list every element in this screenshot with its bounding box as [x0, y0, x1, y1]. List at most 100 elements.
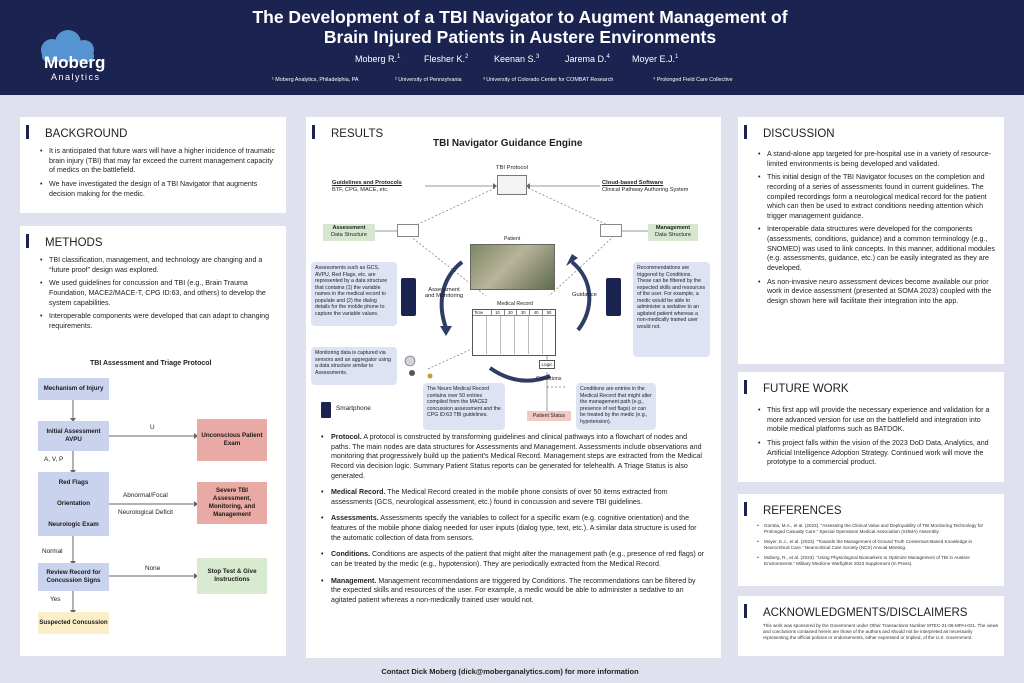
- note-monitoring: Monitoring data is captured via sensors …: [311, 347, 397, 385]
- medical-record-label: Medical Record: [497, 301, 534, 307]
- label-u: U: [150, 424, 155, 431]
- list-item: TBI classification, management, and tech…: [38, 256, 280, 275]
- conditions-label: Conditions: [536, 376, 562, 382]
- reference-item: Moberg, R., et al. (2023). “Using Physio…: [757, 555, 997, 567]
- moberg-logo: Moberg Analytics: [41, 30, 105, 82]
- affiliation-2: ² University of Pennsylvania: [395, 77, 462, 83]
- results-assessments-para: Assessments. Assessments specify the var…: [321, 514, 706, 543]
- initial-assessment-box: Initial Assessment AVPU: [38, 421, 109, 451]
- mechanism-of-injury-box: Mechanism of Injury: [38, 378, 109, 400]
- methods-list: TBI classification, management, and tech…: [38, 256, 280, 335]
- contact-footer: Contact Dick Moberg (dick@moberganalytic…: [381, 667, 639, 676]
- label-yes: Yes: [50, 596, 61, 603]
- discussion-list: A stand-alone app targeted for pre-hospi…: [756, 150, 1000, 311]
- section-bar: [26, 234, 29, 248]
- list-item: We have investigated the design of a TBI…: [38, 180, 280, 199]
- discussion-title: DISCUSSION: [763, 128, 835, 140]
- neurologic-exam-label: Neurologic Exam: [48, 521, 99, 529]
- logo-text-2: Analytics: [51, 72, 101, 82]
- label-abnormal: Abnormal/Focal: [123, 492, 168, 499]
- list-item: We used guidelines for concussion and TB…: [38, 279, 280, 308]
- list-item: As non-invasive neuro assessment devices…: [756, 278, 1000, 307]
- cloud-software-subtitle: Clinical Pathway Authoring System: [602, 187, 689, 193]
- engine-title: TBI Navigator Guidance Engine: [433, 138, 583, 149]
- list-item: This initial design of the TBI Navigator…: [756, 173, 1000, 221]
- results-text: Protocol. A protocol is constructed by t…: [321, 433, 706, 613]
- background-title: BACKGROUND: [45, 128, 128, 140]
- cloud-software-title: Cloud-based Software: [602, 180, 664, 186]
- note-conditions: Conditions are entries in the Medical Re…: [576, 383, 656, 430]
- section-bar: [744, 125, 747, 139]
- future-work-list: This first app will provide the necessar…: [756, 406, 1000, 472]
- list-item: A stand-alone app targeted for pre-hospi…: [756, 150, 1000, 169]
- results-title: RESULTS: [331, 128, 384, 140]
- assessment-doc-icon: [397, 224, 419, 237]
- affiliation-4: ⁴ Prolonged Field Care Collective: [653, 77, 733, 83]
- tbi-protocol-label: TBI Protocol: [496, 165, 528, 171]
- list-item: Interoperable components were developed …: [38, 312, 280, 331]
- note-assessments: Assessments such as GCS, AVPU, Red Flags…: [311, 262, 397, 326]
- affiliation-1: ¹ Moberg Analytics, Philadelphia, PA: [272, 77, 359, 83]
- assessment-monitoring-label: Assessment and Monitoring: [424, 287, 464, 299]
- patient-status-box: Patient Status: [527, 411, 571, 421]
- orientation-label: Orientation: [56, 499, 90, 507]
- label-neuro-deficit: Neurological Deficit: [118, 509, 174, 516]
- list-item: This first app will provide the necessar…: [756, 406, 1000, 435]
- label-normal: Normal: [42, 548, 63, 555]
- guidance-label: Guidance: [572, 292, 597, 298]
- unconscious-exam-box: Unconscious Patient Exam: [197, 419, 267, 461]
- references-list: Gomba, M.A., et al. (2023). “Assessing t…: [757, 523, 997, 571]
- section-bar: [744, 604, 747, 618]
- author-2: Flesher K.2: [424, 54, 469, 64]
- acknowledgments-panel: ACKNOWLEDGMENTS/DISCLAIMERS This work wa…: [738, 596, 1004, 656]
- background-panel: BACKGROUND It is anticipated that future…: [20, 117, 286, 213]
- review-record-box: Review Record for Concussion Signs: [38, 563, 109, 591]
- poster-title-line-2: Brain Injured Patients in Austere Enviro…: [323, 27, 717, 47]
- poster-header: Moberg Analytics The Development of a TB…: [0, 0, 1024, 95]
- author-5: Moyer E.J.1: [632, 54, 679, 64]
- red-flags-label: Red Flags: [58, 478, 89, 486]
- section-bar: [744, 502, 747, 516]
- list-item: Interoperable data structures were devel…: [756, 225, 1000, 273]
- note-neuro-record: The Neuro Medical Record contains over 5…: [423, 383, 505, 430]
- discussion-panel: DISCUSSION A stand-alone app targeted fo…: [738, 117, 1004, 364]
- acknowledgments-text: This work was sponsored by the Governmen…: [763, 623, 999, 640]
- poster-title-line-1: The Development of a TBI Navigator to Au…: [252, 7, 788, 27]
- stop-test-box: Stop Test & Give Instructions: [197, 558, 267, 594]
- future-work-panel: FUTURE WORK This first app will provide …: [738, 372, 1004, 482]
- medical-record-header: Time 10 20 30 40 50: [473, 310, 555, 316]
- methods-title: METHODS: [45, 237, 103, 249]
- logic-box: Logic: [539, 360, 555, 369]
- author-1: Moberg R.1: [355, 54, 401, 64]
- guidelines-title: Guidelines and Protocols: [332, 180, 402, 186]
- results-conditions-para: Conditions. Conditions are aspects of th…: [321, 550, 706, 569]
- results-management-para: Management. Management recommendations a…: [321, 577, 706, 606]
- results-medical-record-para: Medical Record. The Medical Record creat…: [321, 488, 706, 507]
- section-bar: [26, 125, 29, 139]
- protocol-title: TBI Assessment and Triage Protocol: [90, 360, 212, 367]
- severe-tbi-box: Severe TBI Assessment, Monitoring, and M…: [197, 482, 267, 524]
- suspected-concussion-box: Suspected Concussion: [38, 612, 109, 634]
- future-work-title: FUTURE WORK: [763, 383, 849, 395]
- section-bar: [744, 380, 747, 394]
- management-doc-icon: [600, 224, 622, 237]
- section-bar: [312, 125, 315, 139]
- medical-record-grid: [473, 316, 555, 354]
- protocol-icon: [497, 175, 527, 195]
- logo-text-1: Moberg: [44, 53, 105, 72]
- smartphone-label: Smartphone: [336, 405, 371, 412]
- label-avp: A, V, P: [44, 456, 64, 463]
- red-flags-box: Red Flags Orientation Neurologic Exam: [38, 472, 109, 536]
- medical-record-table: Time 10 20 30 40 50: [472, 309, 556, 356]
- references-title: REFERENCES: [763, 505, 842, 517]
- author-3: Keenan S.3: [494, 54, 540, 64]
- author-4: Jarema D.4: [565, 54, 610, 64]
- results-protocol-para: Protocol. A protocol is constructed by t…: [321, 433, 706, 481]
- affiliation-3: ³ University of Colorado Center for COMB…: [483, 77, 614, 83]
- note-recommendations: Recommendations are triggered by Conditi…: [633, 262, 710, 357]
- guidelines-subtitle: BTF, CPG, MACE, etc.: [332, 187, 389, 193]
- list-item: It is anticipated that future wars will …: [38, 147, 280, 176]
- patient-photo: [470, 244, 555, 290]
- reference-item: Moyer, E.J., et al. (2023). “Towards the…: [757, 539, 997, 551]
